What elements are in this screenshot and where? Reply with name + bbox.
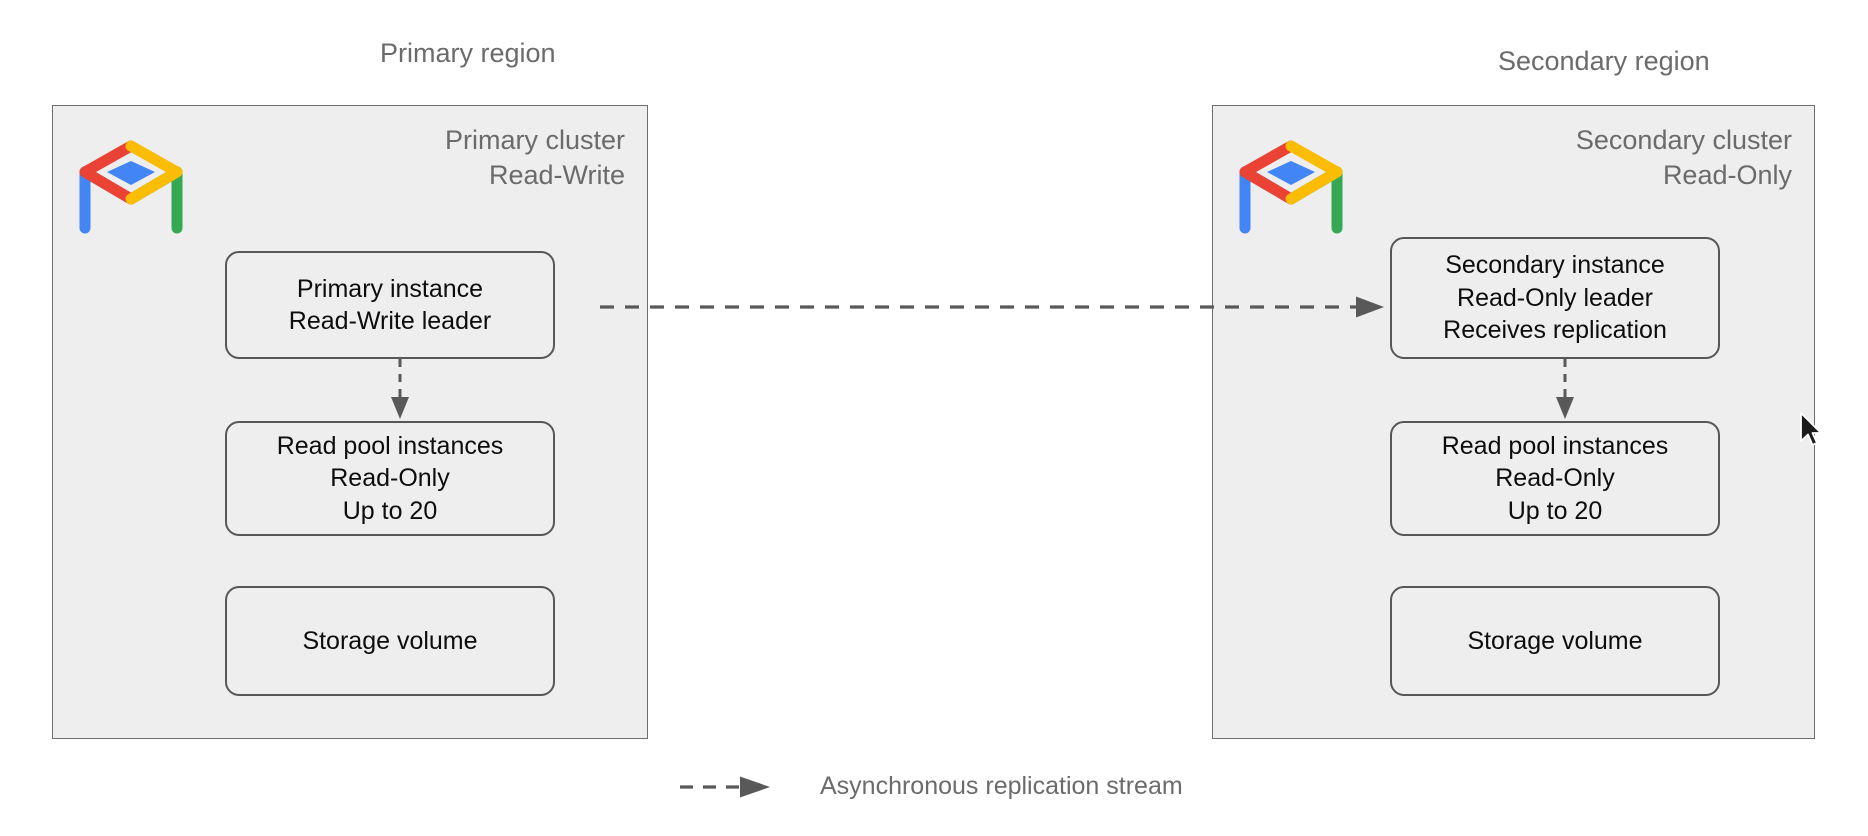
node-secondary-storage[interactable]: Storage volume	[1390, 586, 1720, 696]
node-primary-readpool[interactable]: Read pool instances Read-Only Up to 20	[225, 421, 555, 536]
node-primary-storage[interactable]: Storage volume	[225, 586, 555, 696]
cluster-container-primary: Primary cluster Read-Write Primary insta…	[52, 105, 648, 739]
cluster-title-secondary: Secondary cluster Read-Only	[1575, 125, 1792, 190]
cluster-title-primary: Primary cluster Read-Write	[444, 125, 625, 190]
legend-label: Asynchronous replication stream	[820, 772, 1183, 800]
node-primary-instance[interactable]: Primary instance Read-Write leader	[225, 251, 555, 359]
region-caption-primary: Primary region	[380, 38, 556, 68]
connector-replication-stream-icon	[600, 296, 1384, 318]
connector-primary-instance-to-readpool-icon	[391, 359, 409, 419]
region-caption-secondary: Secondary region	[1498, 46, 1710, 76]
connector-secondary-instance-to-readpool-icon	[1556, 359, 1574, 419]
cluster-container-secondary: Secondary cluster Read-Only Secondary in…	[1212, 105, 1815, 739]
dashed-arrow-icon	[680, 776, 770, 797]
alloydb-logo-icon	[79, 140, 183, 234]
alloydb-logo-icon	[1239, 140, 1343, 234]
node-secondary-readpool[interactable]: Read pool instances Read-Only Up to 20	[1390, 421, 1720, 536]
node-secondary-instance[interactable]: Secondary instance Read-Only leader Rece…	[1390, 237, 1720, 359]
legend: Asynchronous replication stream	[678, 772, 1183, 801]
